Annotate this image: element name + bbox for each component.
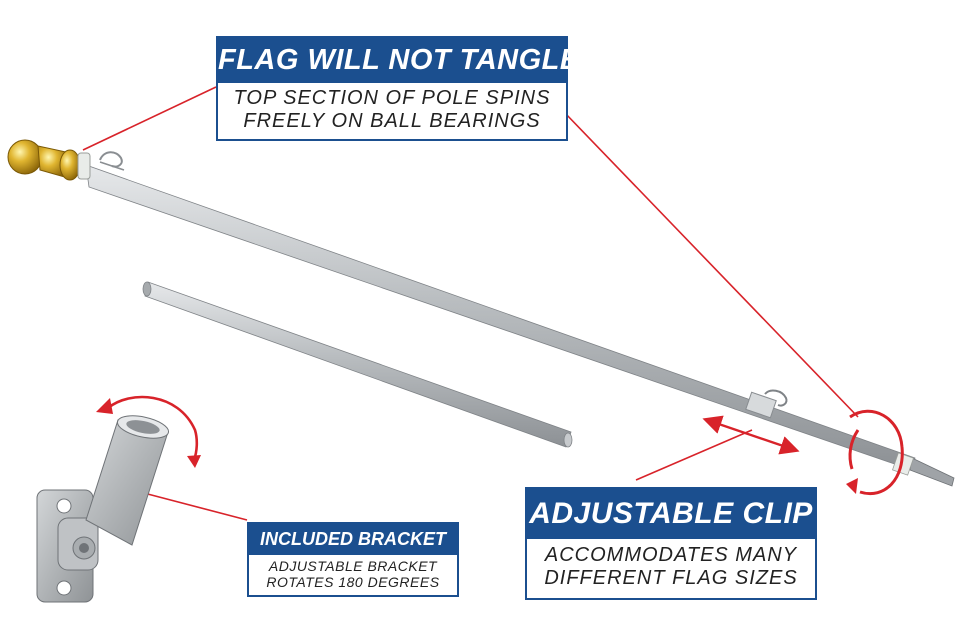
callout-flag-will-not-tangle: FLAG WILL NOT TANGLE TOP SECTION OF POLE… (216, 36, 579, 141)
rotation-arrow-icon (846, 409, 904, 496)
lower-pole-section (142, 281, 573, 448)
bracket-leader-line (139, 491, 248, 521)
callout-description-line-1: ACCOMMODATES MANY (544, 544, 798, 566)
callout-title: ADJUSTABLE CLIP (527, 489, 815, 539)
tangle-leader-line (82, 86, 217, 151)
callout-description-line-2: FREELY ON BALL BEARINGS (243, 110, 541, 132)
gold-ball-finial-icon (7, 139, 91, 181)
clip-leader-line (635, 429, 753, 481)
clip-icon (99, 151, 125, 171)
callout-title: FLAG WILL NOT TANGLE (218, 38, 579, 83)
callout-adjustable-clip: ADJUSTABLE CLIP ACCOMMODATES MANY DIFFER… (525, 487, 817, 600)
callout-description: ADJUSTABLE BRACKET ROTATES 180 DEGREES (249, 555, 457, 595)
callout-description-line-2: DIFFERENT FLAG SIZES (544, 567, 798, 589)
callout-description: TOP SECTION OF POLE SPINS FREELY ON BALL… (218, 83, 566, 139)
callout-included-bracket: INCLUDED BRACKET ADJUSTABLE BRACKET ROTA… (247, 522, 459, 597)
adjustable-clip-on-pole (745, 389, 788, 419)
callout-description-line-1: ADJUSTABLE BRACKET (268, 558, 438, 574)
flag-bracket (36, 415, 170, 603)
callout-description-line-2: ROTATES 180 DEGREES (266, 574, 440, 590)
tangle-spin-leader-line (563, 111, 859, 418)
double-arrow-icon (702, 415, 800, 455)
callout-description: ACCOMMODATES MANY DIFFERENT FLAG SIZES (527, 539, 815, 598)
callout-title: INCLUDED BRACKET (249, 524, 457, 555)
callout-description-line-1: TOP SECTION OF POLE SPINS (233, 87, 551, 109)
bracket-rotation-arrow-icon (96, 395, 201, 468)
main-pole (85, 164, 955, 487)
